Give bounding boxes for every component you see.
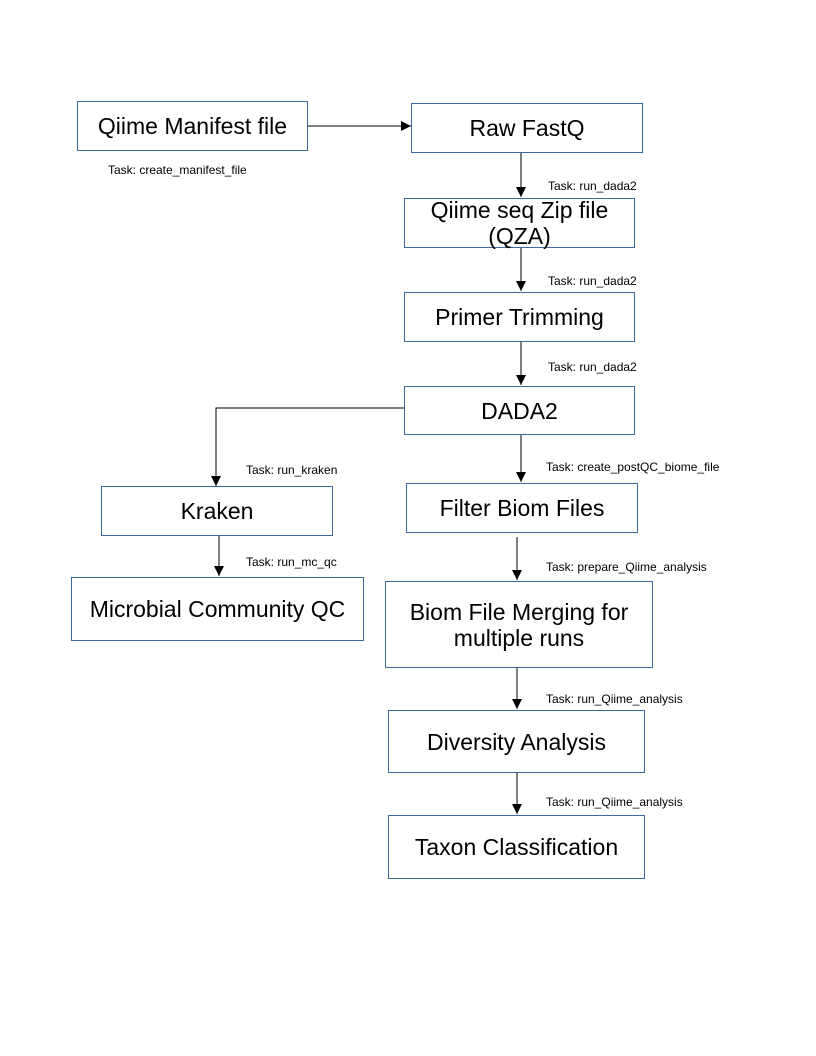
node-biom-file-merging: Biom File Merging for multiple runs <box>385 581 653 668</box>
node-diversity-analysis: Diversity Analysis <box>388 710 645 773</box>
node-merge-line2: multiple runs <box>453 624 585 651</box>
node-qza-line2: (QZA) <box>488 223 551 249</box>
task-label-to-qza: Task: run_dada2 <box>548 179 637 193</box>
task-label-to-filter: Task: create_postQC_biome_file <box>546 460 720 474</box>
node-dada2: DADA2 <box>404 386 635 435</box>
task-label-to-kraken: Task: run_kraken <box>246 463 338 477</box>
node-qza-line1: Qiime seq Zip file <box>430 197 609 223</box>
node-kraken: Kraken <box>101 486 333 536</box>
node-microbial-community-qc: Microbial Community QC <box>71 577 364 641</box>
task-label-to-mcqc: Task: run_mc_qc <box>246 555 337 569</box>
node-raw-fastq: Raw FastQ <box>411 103 643 153</box>
node-qiime-manifest-file: Qiime Manifest file <box>77 101 308 151</box>
task-label-to-merge: Task: prepare_Qiime_analysis <box>546 560 707 574</box>
node-primer-trimming: Primer Trimming <box>404 292 635 342</box>
node-qiime-seq-zip-file: Qiime seq Zip file (QZA) <box>404 197 635 249</box>
task-label-create-manifest: Task: create_manifest_file <box>108 163 247 177</box>
task-label-to-dada2: Task: run_dada2 <box>548 360 637 374</box>
task-label-to-diversity: Task: run_Qiime_analysis <box>546 692 683 706</box>
node-taxon-classification: Taxon Classification <box>388 815 645 879</box>
node-filter-biom-files: Filter Biom Files <box>406 483 638 533</box>
task-label-to-primer: Task: run_dada2 <box>548 274 637 288</box>
task-label-to-taxon: Task: run_Qiime_analysis <box>546 795 683 809</box>
arrow-dada2-to-kraken <box>211 407 404 486</box>
node-merge-line1: Biom File Merging for <box>409 598 629 625</box>
